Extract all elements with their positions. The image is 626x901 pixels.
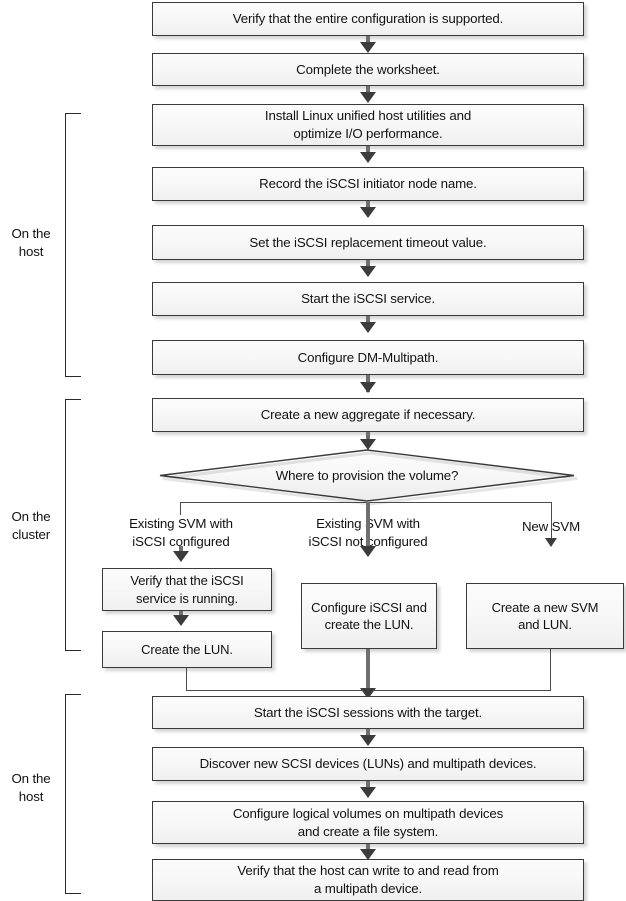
arrowhead-configure-lvm (360, 787, 376, 798)
arrowhead-verify-read-write (360, 849, 376, 860)
merge-stem-right (549, 649, 551, 690)
branch-label-new-svm: New SVM (521, 519, 581, 534)
arrowhead-start-service (360, 266, 376, 277)
arrowhead-discover-devices (360, 735, 376, 746)
node-record-initiator-node-name[interactable]: Record the iSCSI initiator node name. (152, 167, 584, 201)
arrowhead-install (360, 92, 376, 103)
arrowhead-verify-iscsi-service (173, 551, 189, 562)
node-configure-dm-multipath[interactable]: Configure DM-Multipath. (152, 340, 584, 375)
bracket-host-bottom (65, 694, 81, 894)
arrowhead-start-sessions (360, 688, 376, 699)
decision-label: Where to provision the volume? (275, 468, 459, 483)
merge-stem-left (186, 668, 188, 691)
arrowhead-record (360, 152, 376, 163)
branch-label-existing-not-configured: Existing SVM with iSCSI not configured (308, 516, 428, 549)
group-label-host-top: On the host (11, 226, 51, 259)
bracket-host-top (65, 113, 81, 377)
node-create-aggregate[interactable]: Create a new aggregate if necessary. (152, 398, 584, 432)
decision-where-to-provision[interactable]: Where to provision the volume? (158, 449, 578, 506)
arrowhead-decision (360, 439, 376, 450)
branch-stem-left (180, 502, 182, 515)
bracket-cluster (65, 399, 81, 651)
arrowhead-worksheet (360, 42, 376, 53)
node-verify-iscsi-service-running[interactable]: Verify that the iSCSI service is running… (102, 568, 272, 611)
connector-middle-to-sessions (366, 649, 370, 695)
arrowhead-timeout (360, 207, 376, 218)
diamond-shape (159, 449, 578, 506)
arrowhead-configure-iscsi (360, 546, 376, 557)
node-install-host-utilities[interactable]: Install Linux unified host utilities and… (152, 104, 584, 146)
node-configure-logical-volumes[interactable]: Configure logical volumes on multipath d… (152, 801, 584, 844)
connector-left-branch (179, 546, 183, 555)
arrowhead-create-new-svm (545, 538, 557, 547)
node-create-new-svm-and-lun[interactable]: Create a new SVM and LUN. (466, 583, 624, 649)
group-label-host-bottom: On the host (11, 771, 51, 804)
node-start-iscsi-service[interactable]: Start the iSCSI service. (152, 282, 584, 316)
node-configure-iscsi-create-lun[interactable]: Configure iSCSI and create the LUN. (301, 583, 437, 649)
node-complete-worksheet[interactable]: Complete the worksheet. (152, 53, 584, 86)
connector-middle-branch (366, 502, 370, 550)
node-create-the-lun[interactable]: Create the LUN. (102, 631, 272, 668)
node-set-replacement-timeout[interactable]: Set the iSCSI replacement timeout value. (152, 225, 584, 260)
node-verify-configuration[interactable]: Verify that the entire configuration is … (152, 2, 584, 36)
arrowhead-configure-dm (360, 322, 376, 333)
node-verify-host-read-write[interactable]: Verify that the host can write to and re… (152, 859, 584, 901)
node-start-iscsi-sessions[interactable]: Start the iSCSI sessions with the target… (152, 696, 584, 729)
group-label-cluster: On the cluster (11, 509, 51, 542)
branch-label-existing-configured: Existing SVM with iSCSI configured (129, 516, 233, 549)
node-discover-scsi-devices[interactable]: Discover new SCSI devices (LUNs) and mul… (152, 747, 584, 781)
arrowhead-create-aggregate (360, 382, 376, 393)
branch-stem-right (550, 502, 552, 542)
arrowhead-create-lun (173, 615, 189, 626)
